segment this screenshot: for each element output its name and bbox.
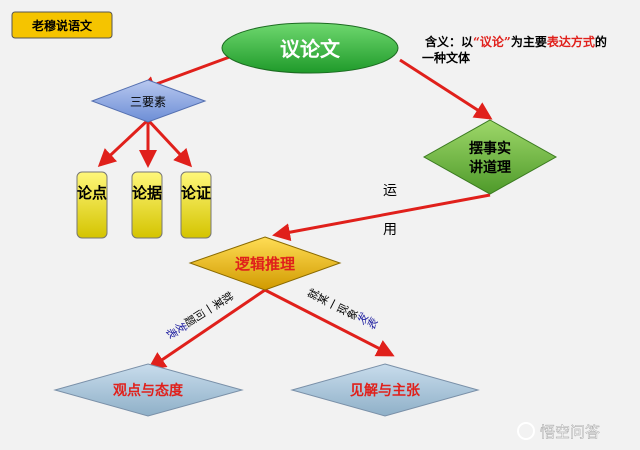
definition-line2: 一种文体: [422, 50, 471, 65]
svg-text:论点: 论点: [77, 184, 107, 202]
svg-text:论据: 论据: [132, 184, 162, 202]
outcome-left: [53, 363, 244, 417]
apply-char1: 运: [383, 183, 397, 199]
element-lunju: 论据: [132, 184, 162, 202]
three-elements-node: [90, 79, 207, 123]
right-label: 就某一现象发表: [304, 286, 380, 333]
outcome-right-text: 见解与主张: [350, 382, 421, 399]
root-text: 议论文: [280, 37, 341, 61]
element-lundian: 论点: [77, 184, 107, 202]
author-badge: [11, 11, 113, 39]
method-line2: 讲道理: [469, 159, 511, 176]
author-badge-text: 老穆说语文: [32, 18, 93, 33]
method-line1: 摆事实: [469, 140, 511, 157]
svg-text:论证: 论证: [181, 184, 211, 202]
definition: 含义：以“议论”为主要表达方式的: [425, 34, 607, 49]
logic-text: 逻辑推理: [235, 255, 295, 273]
outcome-left-text: 观点与态度: [113, 382, 184, 399]
logic-node: [188, 236, 342, 291]
method-node: [422, 119, 558, 195]
root-node: [221, 22, 399, 74]
three-elements-text: 三要素: [130, 95, 166, 109]
outcome-right: [290, 363, 480, 417]
elements: 论点 论据 论证: [76, 171, 212, 239]
element-lunzheng: 论证: [181, 184, 211, 202]
watermark-icon: [517, 422, 535, 440]
apply-char2: 用: [383, 222, 397, 238]
watermark: 悟空问答: [540, 423, 600, 441]
